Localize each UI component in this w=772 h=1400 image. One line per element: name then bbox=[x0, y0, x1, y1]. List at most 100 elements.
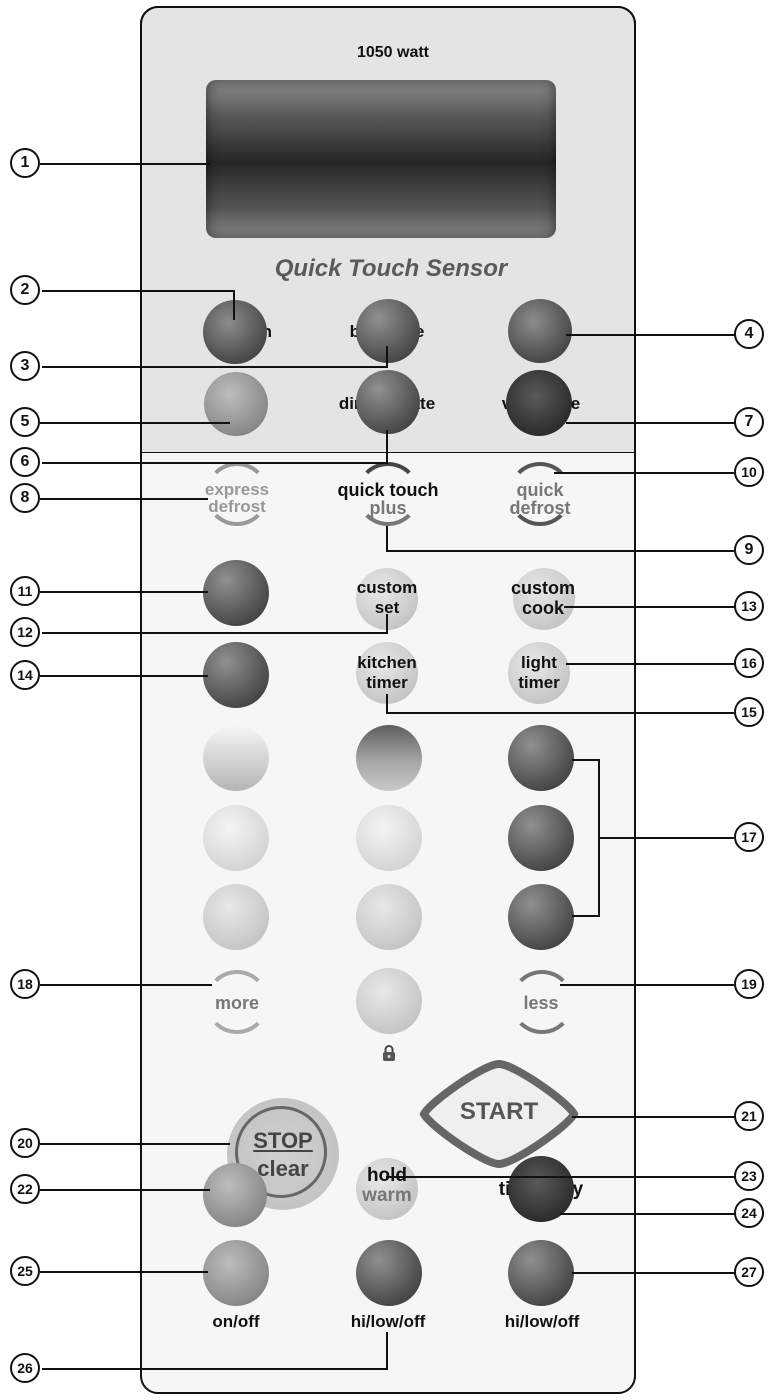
quick-touch-plus-ring[interactable] bbox=[356, 462, 420, 526]
leader-line bbox=[566, 334, 736, 336]
leader-line bbox=[40, 1143, 230, 1145]
quick-defrost-ring[interactable] bbox=[508, 462, 572, 526]
potato-button[interactable] bbox=[204, 372, 268, 436]
express-defrost-ring[interactable] bbox=[205, 462, 269, 526]
label-quick-defrost: defrost bbox=[509, 498, 571, 518]
callout-13: 13 bbox=[734, 591, 764, 621]
label-light-timer: timer bbox=[518, 673, 560, 692]
callout-19: 19 bbox=[734, 969, 764, 999]
label-hold: hold bbox=[366, 1165, 408, 1186]
label-clear: clear bbox=[257, 1156, 309, 1181]
leader-line bbox=[566, 422, 736, 424]
dinner-plate-button[interactable] bbox=[356, 370, 420, 434]
leader-line bbox=[386, 694, 388, 714]
callout-8: 8 bbox=[10, 483, 40, 513]
label-hi-low-off-1: hi/low/off bbox=[350, 1312, 426, 1331]
leader-line bbox=[40, 422, 230, 424]
label-start: START bbox=[459, 1098, 539, 1125]
sensor-button-4[interactable] bbox=[508, 299, 572, 363]
callout-14: 14 bbox=[10, 660, 40, 690]
leader-line bbox=[386, 550, 734, 552]
label-express: express bbox=[204, 480, 270, 499]
kitchen-timer-button[interactable] bbox=[356, 642, 418, 704]
lock-icon bbox=[382, 1044, 396, 1062]
leader-line bbox=[42, 462, 387, 464]
leader-line bbox=[42, 1368, 388, 1370]
number-button[interactable] bbox=[508, 884, 574, 950]
number-button[interactable] bbox=[356, 725, 422, 791]
leader-line bbox=[572, 1272, 736, 1274]
leader-line bbox=[233, 290, 235, 320]
beverage-button[interactable] bbox=[356, 299, 420, 363]
callout-12: 12 bbox=[10, 617, 40, 647]
button-11[interactable] bbox=[203, 560, 269, 626]
leader-line bbox=[572, 759, 600, 761]
callout-25: 25 bbox=[10, 1256, 40, 1286]
label-express-defrost: defrost bbox=[208, 497, 266, 516]
more-ring[interactable] bbox=[205, 970, 269, 1034]
label-hi-low-off-2: hi/low/off bbox=[504, 1312, 580, 1331]
callout-1: 1 bbox=[10, 148, 40, 178]
leader-line bbox=[42, 290, 234, 292]
callout-11: 11 bbox=[10, 576, 40, 606]
on-off-button[interactable] bbox=[203, 1240, 269, 1306]
leader-line bbox=[40, 163, 210, 165]
leader-line bbox=[554, 472, 734, 474]
callout-15: 15 bbox=[734, 697, 764, 727]
number-button[interactable] bbox=[203, 805, 269, 871]
leader-line bbox=[598, 837, 734, 839]
number-button-zero[interactable] bbox=[356, 968, 422, 1034]
label-stop: STOP bbox=[253, 1128, 313, 1153]
popcorn-button[interactable] bbox=[203, 300, 267, 364]
label-warm: warm bbox=[362, 1185, 412, 1206]
leader-line bbox=[566, 663, 736, 665]
label-kitchen: kitchen bbox=[357, 653, 417, 672]
light-timer-button[interactable] bbox=[508, 642, 570, 704]
wattage-label: 1050 watt bbox=[356, 44, 430, 61]
label-light: light bbox=[521, 653, 557, 672]
number-button[interactable] bbox=[356, 805, 422, 871]
start-button[interactable]: START bbox=[418, 1058, 580, 1170]
vegetable-button[interactable] bbox=[506, 370, 572, 436]
custom-cook-button[interactable] bbox=[513, 568, 575, 630]
callout-17: 17 bbox=[734, 822, 764, 852]
callout-5: 5 bbox=[10, 407, 40, 437]
number-button[interactable] bbox=[203, 884, 269, 950]
timer-day-button[interactable] bbox=[508, 1156, 574, 1222]
label-on-off: on/off bbox=[212, 1312, 260, 1331]
number-button[interactable] bbox=[508, 725, 574, 791]
leader-line bbox=[572, 915, 600, 917]
leader-line bbox=[386, 712, 734, 714]
callout-10: 10 bbox=[734, 457, 764, 487]
less-ring[interactable] bbox=[510, 970, 574, 1034]
light-button[interactable] bbox=[508, 1240, 574, 1306]
number-button[interactable] bbox=[508, 805, 574, 871]
callout-9: 9 bbox=[734, 535, 764, 565]
callout-16: 16 bbox=[734, 648, 764, 678]
vent-fan-button[interactable] bbox=[356, 1240, 422, 1306]
leader-line bbox=[386, 430, 388, 464]
label-custom: custom bbox=[356, 578, 418, 597]
leader-line bbox=[386, 346, 388, 368]
label-cook: cook bbox=[521, 598, 564, 618]
button-14[interactable] bbox=[203, 642, 269, 708]
label-timer: timer bbox=[366, 673, 408, 692]
number-button[interactable] bbox=[203, 725, 269, 791]
label-quick: quick bbox=[516, 480, 564, 500]
hold-warm-button[interactable] bbox=[356, 1158, 418, 1220]
label-set: set bbox=[374, 598, 400, 617]
label-plus: plus bbox=[369, 498, 407, 518]
callout-7: 7 bbox=[734, 407, 764, 437]
callout-23: 23 bbox=[734, 1161, 764, 1191]
callout-3: 3 bbox=[10, 351, 40, 381]
callout-24: 24 bbox=[734, 1198, 764, 1228]
label-custom-2: custom bbox=[510, 578, 575, 598]
power-button[interactable] bbox=[203, 1163, 267, 1227]
leader-line bbox=[386, 526, 388, 552]
leader-line bbox=[564, 606, 736, 608]
callout-20: 20 bbox=[10, 1128, 40, 1158]
callout-22: 22 bbox=[10, 1174, 40, 1204]
number-button[interactable] bbox=[356, 884, 422, 950]
leader-line bbox=[560, 1213, 736, 1215]
